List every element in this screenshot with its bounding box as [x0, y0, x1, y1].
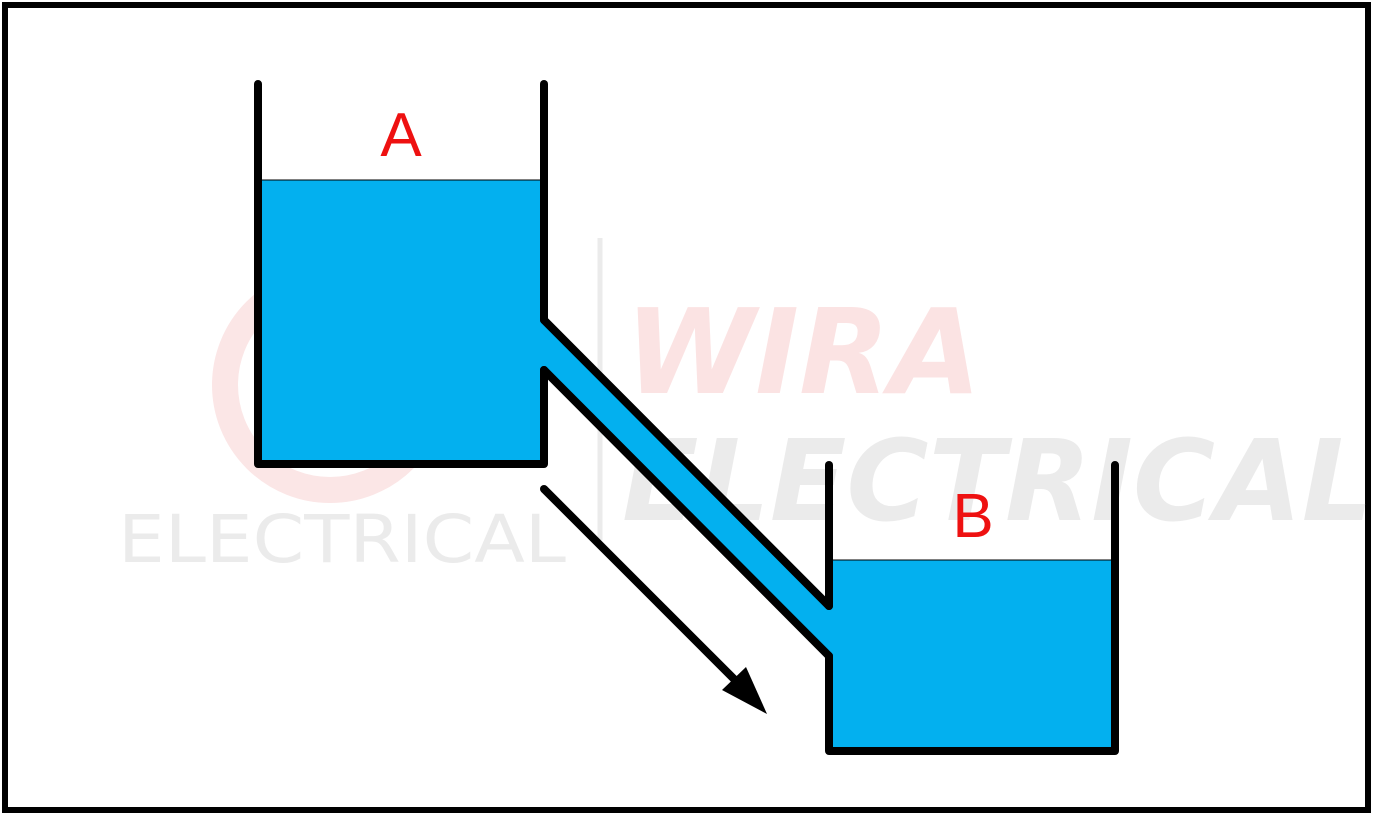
tank-a-label: A	[380, 101, 422, 170]
watermark-text-wira: WIRA	[625, 283, 981, 421]
pipe-water	[544, 320, 829, 656]
tank-b-water	[829, 560, 1115, 751]
watermark-text-electrical: ELECTRICAL	[118, 501, 566, 578]
pipe-lower-wall	[540, 366, 833, 660]
tank-b-outline	[825, 461, 1119, 755]
flow-arrow-shaft	[540, 485, 746, 691]
pipe-upper-wall	[540, 316, 833, 610]
tank-a-water	[258, 180, 544, 464]
flow-arrow-head-icon	[722, 667, 767, 714]
tank-b-label: B	[952, 482, 993, 551]
flow-direction-arrow	[540, 485, 767, 714]
tank-a-outline	[254, 80, 548, 468]
